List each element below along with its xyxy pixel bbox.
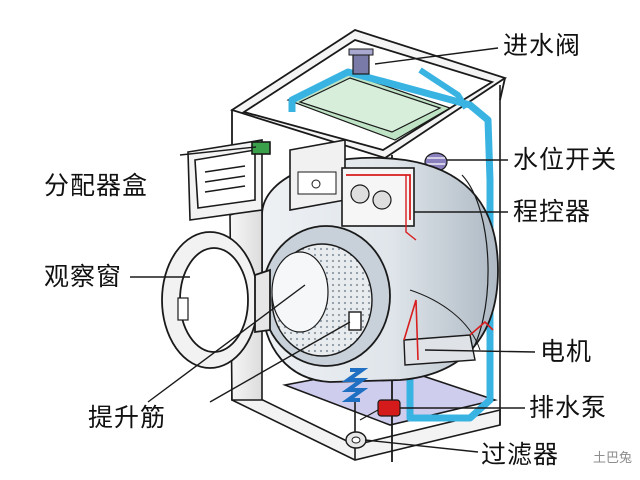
label-filter: 过滤器 [481,440,560,469]
label-water-level-switch: 水位开关 [513,145,618,174]
label-dispenser-box: 分配器盒 [44,171,149,200]
label-drain-pump: 排水泵 [529,393,608,422]
damper-spring [341,368,369,402]
door [161,231,271,369]
dispenser-drawer [187,139,271,221]
watermark: 土巴兔 [592,451,632,466]
inlet-tray [286,71,452,141]
label-inlet-valve: 进水阀 [503,31,582,60]
label-lifter: 提升筋 [88,403,167,432]
leader-lines [130,47,536,453]
label-program-controller: 程控器 [513,197,592,226]
water-pipe [288,67,494,422]
filter-part [345,431,367,449]
program-controller-part [341,167,417,241]
label-observation-window: 观察窗 [44,262,123,291]
drum [261,225,391,367]
lifter-part [348,311,362,331]
inlet-valve-part [348,48,374,75]
label-motor: 电机 [540,337,593,366]
